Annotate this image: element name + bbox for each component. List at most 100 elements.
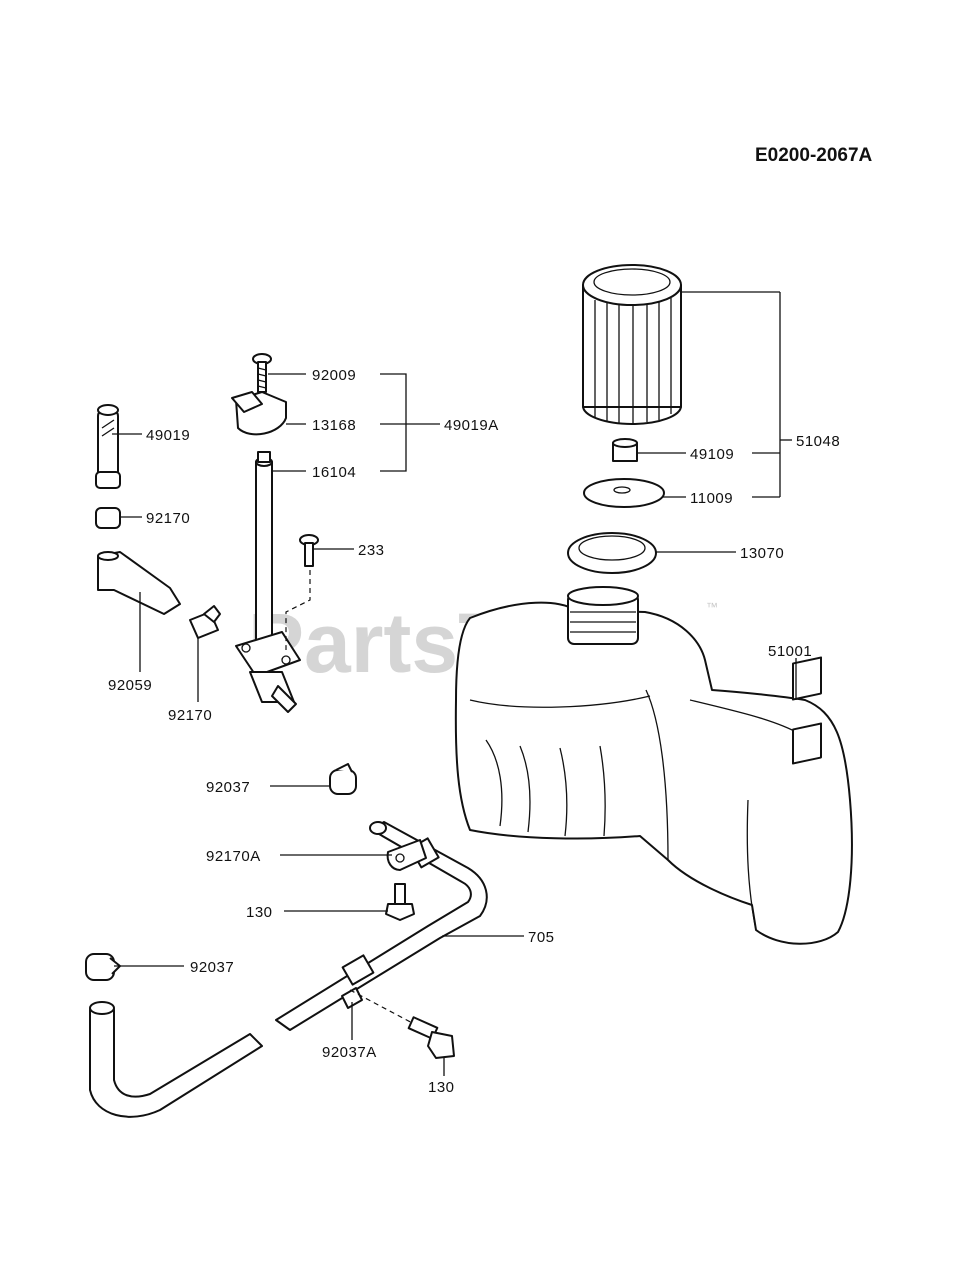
clip-92037-top[interactable] — [329, 763, 357, 795]
label-13168[interactable]: 13168 — [312, 417, 356, 434]
filler-neck-opening — [567, 586, 639, 606]
label-92059[interactable]: 92059 — [108, 677, 152, 694]
lever-13168[interactable] — [231, 391, 287, 436]
clamp-92170-top[interactable] — [95, 507, 121, 529]
cock-hole-left — [241, 643, 251, 653]
clamp-top-body — [95, 507, 121, 529]
label-92009[interactable]: 92009 — [312, 367, 356, 384]
gasket-11009[interactable] — [583, 478, 665, 508]
bracket-hole — [395, 853, 405, 863]
fuel-cock-base[interactable] — [235, 631, 301, 713]
pipe-body — [255, 461, 273, 651]
grommet-inner — [578, 535, 646, 561]
tank-rib-4 — [599, 745, 606, 837]
tank-top-edge — [689, 699, 801, 735]
clip-92037-bottom[interactable] — [85, 953, 121, 981]
cock-hole-right — [281, 655, 291, 665]
tank-rib-2 — [519, 745, 531, 833]
filter-base — [95, 471, 121, 489]
tank-inner-edge — [645, 689, 669, 861]
diagram-code: E0200-2067A — [755, 145, 873, 166]
tank-window-upper — [792, 656, 822, 701]
filter-body — [97, 409, 119, 481]
cock-outlet-nipple — [271, 685, 297, 713]
tank-rib-3 — [559, 747, 568, 837]
cap-grip-ribs — [594, 298, 672, 424]
filler-neck-threads — [570, 611, 636, 633]
clip-top-tab — [335, 763, 353, 773]
screw-233[interactable] — [285, 534, 319, 650]
label-92170-top[interactable]: 92170 — [146, 510, 190, 527]
screw-233-shank — [304, 542, 314, 567]
label-705[interactable]: 705 — [528, 929, 555, 946]
label-13070[interactable]: 13070 — [740, 545, 784, 562]
fuel-cap-top — [582, 264, 682, 306]
tank-side-edge — [746, 799, 757, 931]
bracket-plate — [386, 839, 427, 871]
fuel-cap[interactable] — [582, 264, 682, 425]
label-11009[interactable]: 11009 — [690, 490, 733, 507]
bracket-49019A — [380, 373, 407, 472]
bolt-bottom-install-path — [349, 989, 419, 1027]
lower-elbow-body — [89, 1001, 263, 1118]
label-92170A[interactable]: 92170A — [206, 848, 261, 865]
tank-rib-1 — [485, 739, 503, 827]
clamp-bottom-tab — [203, 605, 221, 623]
label-51001[interactable]: 51001 — [768, 643, 812, 660]
hose-705-body — [275, 821, 488, 1031]
part-labels: 92009 13168 49019A 16104 49019 92170 233… — [108, 367, 840, 1096]
bolt-130-bottom[interactable] — [349, 989, 455, 1059]
screw-threads — [257, 367, 267, 389]
filter-49019[interactable] — [95, 404, 121, 489]
bolt-bottom-head — [427, 1031, 455, 1059]
hose-lower-elbow[interactable] — [89, 1001, 263, 1118]
filter-top — [97, 404, 119, 416]
hose-elbow — [97, 551, 181, 615]
screw-233-install-path — [285, 570, 311, 650]
fuel-tank-body — [454, 601, 853, 945]
lower-elbow-opening — [89, 1001, 115, 1015]
tank-window-lower — [792, 722, 822, 765]
label-51048[interactable]: 51048 — [796, 433, 840, 450]
label-49019[interactable]: 49019 — [146, 427, 190, 444]
gasket-hole — [613, 486, 631, 494]
filter-mesh — [101, 419, 115, 437]
pipe-tip — [257, 451, 271, 463]
label-92037-bottom[interactable]: 92037 — [190, 959, 234, 976]
label-130-bottom[interactable]: 130 — [428, 1079, 455, 1096]
cap-insert-49109[interactable] — [612, 438, 638, 462]
label-16104[interactable]: 16104 — [312, 464, 356, 481]
label-233[interactable]: 233 — [358, 542, 385, 559]
clip-top-body — [329, 769, 357, 795]
leader-lines — [112, 291, 797, 1076]
hose-705-end — [369, 821, 387, 835]
pipe-16104[interactable] — [255, 451, 273, 651]
bolt-left-head — [385, 903, 415, 921]
hose-elbow-top — [97, 551, 119, 561]
cock-flange — [235, 631, 301, 677]
fuel-hose-705[interactable] — [275, 821, 488, 1031]
lever-handle — [231, 391, 263, 413]
bolt-130-left[interactable] — [385, 883, 415, 921]
label-49109[interactable]: 49109 — [690, 446, 734, 463]
hose-705-sleeve — [341, 954, 375, 986]
clamp-92170-bottom[interactable] — [189, 605, 221, 639]
insert-top — [612, 438, 638, 448]
label-92037A[interactable]: 92037A — [322, 1044, 377, 1061]
hose-92059[interactable] — [97, 551, 181, 615]
fuel-cap-top-inner — [593, 268, 671, 296]
tank-seam-line — [469, 695, 651, 708]
bracket-92170A[interactable] — [386, 839, 427, 871]
label-92170-bottom[interactable]: 92170 — [168, 707, 212, 724]
fuel-tank[interactable] — [454, 586, 853, 945]
grommet-13070[interactable] — [567, 532, 657, 574]
label-130-left[interactable]: 130 — [246, 904, 273, 921]
clip-bottom-body — [85, 953, 115, 981]
label-92037-top[interactable]: 92037 — [206, 779, 250, 796]
label-49019A[interactable]: 49019A — [444, 417, 499, 434]
watermark-trademark: ™ — [706, 600, 718, 614]
screw-92009[interactable] — [252, 353, 272, 393]
grommet-outer — [567, 532, 657, 574]
